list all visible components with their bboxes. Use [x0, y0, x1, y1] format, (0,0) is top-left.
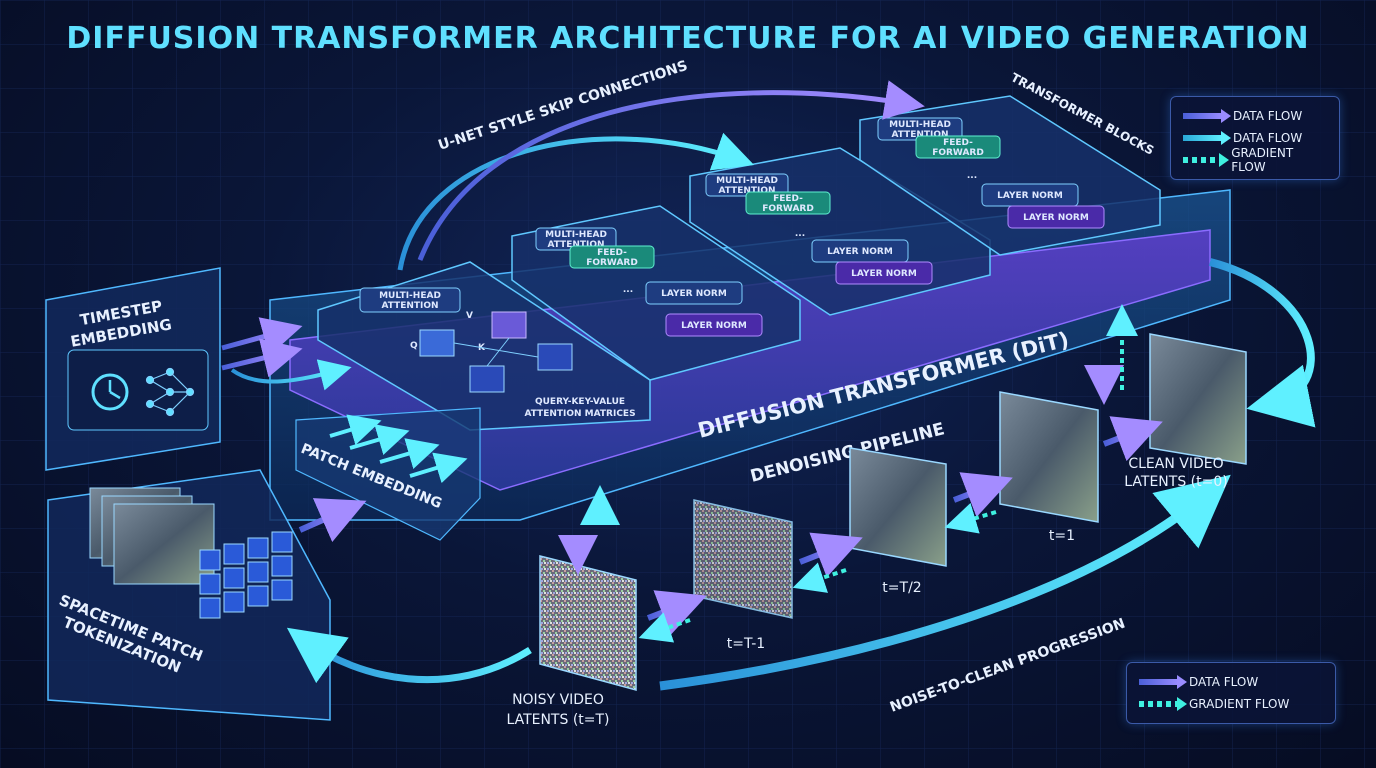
frame-t-T-2 — [849, 447, 947, 567]
svg-text:LATENTS (t=T): LATENTS (t=T) — [506, 712, 609, 728]
svg-text:LAYER NORM: LAYER NORM — [1023, 213, 1089, 223]
svg-text:ATTENTION: ATTENTION — [381, 301, 438, 311]
svg-text:FORWARD: FORWARD — [762, 204, 814, 214]
svg-text:...: ... — [623, 285, 633, 295]
step-arrow-4 — [1102, 416, 1163, 462]
clean-latent-frame — [1149, 333, 1247, 465]
timestep-arrow-3 — [230, 359, 352, 391]
svg-text:ATTENTION MATRICES: ATTENTION MATRICES — [524, 409, 635, 419]
svg-text:...: ... — [967, 171, 977, 181]
svg-text:FEED-: FEED- — [597, 248, 627, 258]
arrow-icon — [1183, 113, 1223, 119]
svg-text:FORWARD: FORWARD — [586, 258, 638, 268]
legend-top: DATA FLOW DATA FLOW GRADIENT FLOW — [1170, 96, 1340, 180]
svg-text:FEED-: FEED- — [943, 138, 973, 148]
svg-text:Q: Q — [410, 341, 418, 351]
dashed-arrow-icon — [1183, 157, 1222, 163]
value-matrix — [491, 311, 527, 339]
frame-t-T-1 — [693, 499, 793, 619]
patch-cubes — [199, 531, 293, 619]
noisy-label: NOISY VIDEO — [512, 692, 604, 708]
svg-text:MULTI-HEAD: MULTI-HEAD — [889, 120, 951, 130]
svg-text:LAYER NORM: LAYER NORM — [661, 289, 727, 299]
gradient-arrow-3 — [944, 502, 997, 534]
dashed-arrow-icon — [1139, 701, 1179, 707]
transformer-block-3: MULTI-HEAD ATTENTION FEED- FORWARD ... L… — [689, 147, 991, 316]
patch-embedding-arrows — [329, 414, 468, 484]
svg-text:V: V — [466, 311, 473, 321]
transformer-block-1: MULTI-HEAD ATTENTION Q K V QUERY-KEY-VAL… — [317, 261, 651, 431]
svg-text:ATTENTION: ATTENTION — [718, 186, 775, 196]
svg-text:LAYER NORM: LAYER NORM — [681, 321, 747, 331]
timestep-embedding-panel: TIMESTEP EMBEDDING — [45, 267, 221, 471]
svg-text:LAYER NORM: LAYER NORM — [997, 191, 1063, 201]
timestep-arrow-1 — [221, 317, 303, 356]
noise-to-clean-arrow — [659, 474, 1231, 691]
legend-top-row-2: DATA FLOW — [1183, 127, 1327, 149]
skip-connection-2 — [417, 80, 925, 261]
svg-text:FEED-: FEED- — [773, 194, 803, 204]
key-matrix — [537, 343, 573, 371]
frame-t-1 — [999, 391, 1099, 523]
timestep-label-2: t=T/2 — [882, 580, 921, 596]
svg-text:ATTENTION: ATTENTION — [891, 130, 948, 140]
svg-text:...: ... — [795, 229, 805, 239]
svg-text:ATTENTION: ATTENTION — [547, 240, 604, 250]
tokenization-arrow — [298, 498, 367, 543]
step-arrow-2 — [798, 532, 863, 578]
timestep-label-1: t=T-1 — [727, 636, 765, 652]
svg-text:FORWARD: FORWARD — [932, 148, 984, 158]
timestep-label-3: t=1 — [1049, 528, 1075, 544]
neural-network-icon — [145, 367, 195, 417]
gradient-arrow-1 — [638, 612, 691, 643]
input-loop-arrow — [286, 627, 532, 684]
noisy-latent-frame — [539, 555, 637, 691]
transformer-block-2: MULTI-HEAD ATTENTION FEED- FORWARD ... L… — [511, 205, 801, 381]
svg-text:LAYER NORM: LAYER NORM — [851, 269, 917, 279]
arrow-icon — [1139, 679, 1179, 685]
legend-top-row-3: GRADIENT FLOW — [1183, 146, 1327, 174]
legend-bottom-row-1: DATA FLOW — [1139, 671, 1323, 693]
clock-icon — [91, 373, 129, 411]
svg-text:MULTI-HEAD: MULTI-HEAD — [379, 291, 441, 301]
svg-text:MULTI-HEAD: MULTI-HEAD — [716, 176, 778, 186]
video-frame-3 — [113, 503, 215, 585]
tokenization-panel: SPACETIME PATCH TOKENIZATION — [47, 469, 331, 721]
clean-label: CLEAN VIDEO — [1128, 456, 1223, 472]
attention-matrix — [469, 365, 505, 393]
output-loop-arrow — [1209, 258, 1316, 428]
legend-top-row-1: DATA FLOW — [1183, 105, 1327, 127]
svg-text:LAYER NORM: LAYER NORM — [827, 247, 893, 257]
timestep-arrow-2 — [221, 338, 303, 378]
gradient-arrow-2 — [792, 562, 847, 593]
svg-text:MULTI-HEAD: MULTI-HEAD — [545, 230, 607, 240]
page-title: DIFFUSION TRANSFORMER ARCHITECTURE FOR A… — [66, 21, 1309, 56]
legend-bottom: DATA FLOW GRADIENT FLOW — [1126, 662, 1336, 724]
arrow-icon — [1183, 135, 1223, 141]
svg-text:QUERY-KEY-VALUE: QUERY-KEY-VALUE — [535, 397, 625, 407]
svg-text:LATENTS (t=0): LATENTS (t=0) — [1124, 474, 1227, 490]
step-arrow-3 — [952, 472, 1013, 518]
legend-bottom-row-2: GRADIENT FLOW — [1139, 693, 1323, 715]
skip-connection-1 — [397, 132, 755, 271]
query-matrix — [419, 329, 455, 357]
block1-attention — [359, 287, 461, 313]
